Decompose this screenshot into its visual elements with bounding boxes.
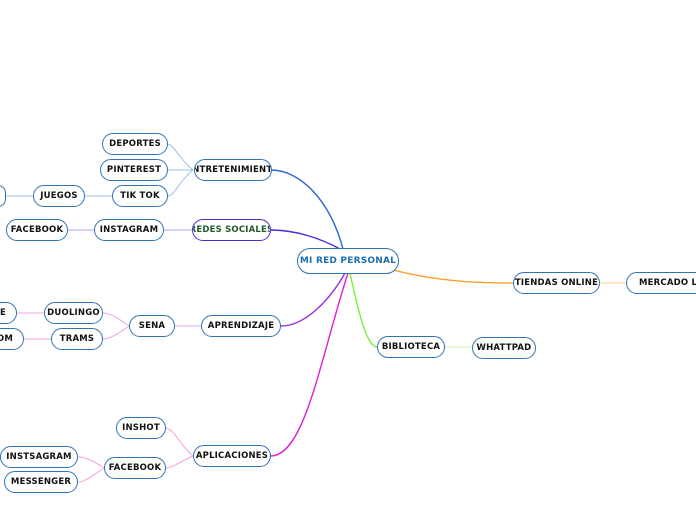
node-juegos[interactable]: JUEGOS: [33, 185, 85, 207]
node-inshot[interactable]: INSHOT: [116, 417, 166, 439]
node-messenger[interactable]: MESSENGER: [4, 471, 78, 493]
node-cut-left-2[interactable]: E: [0, 302, 17, 324]
node-app-facebook[interactable]: FACEBOOK: [104, 457, 166, 479]
node-biblioteca[interactable]: BIBLIOTECA: [377, 336, 445, 358]
line-aplicaciones: [270, 272, 349, 457]
root-node[interactable]: MI RED PERSONAL: [297, 248, 399, 274]
line-aprendizaje: [280, 272, 346, 327]
node-duolingo[interactable]: DUOLINGO: [44, 302, 103, 324]
line-redes: [270, 229, 341, 250]
node-facebook[interactable]: FACEBOOK: [6, 219, 68, 241]
node-instagram[interactable]: INSTAGRAM: [94, 219, 164, 241]
line-entretenimiento: [270, 169, 344, 250]
node-instsagram[interactable]: INSTSAGRAM: [0, 446, 78, 468]
node-tiendas-online[interactable]: TIENDAS ONLINE: [513, 272, 600, 294]
node-redes-sociales[interactable]: REDES SOCIALES: [192, 219, 271, 241]
node-aplicaciones[interactable]: APLICACIONES: [193, 445, 271, 467]
node-trams[interactable]: TRAMS: [51, 328, 103, 350]
node-mercado-libre[interactable]: MERCADO LIBR: [626, 272, 696, 294]
node-cut-left-3[interactable]: OM: [0, 328, 24, 350]
line-tiendas: [392, 269, 514, 284]
node-tiktok[interactable]: TIK TOK: [112, 185, 168, 207]
node-whattpad[interactable]: WHATTPAD: [472, 337, 536, 359]
node-pinterest[interactable]: PINTEREST: [100, 159, 168, 181]
node-aprendizaje[interactable]: APRENDIZAJE: [201, 315, 281, 337]
node-deportes[interactable]: DEPORTES: [102, 133, 168, 155]
node-entretenimiento[interactable]: ENTRETENIMIENTO: [194, 159, 272, 181]
node-sena[interactable]: SENA: [129, 315, 175, 337]
line-biblioteca: [349, 272, 378, 348]
